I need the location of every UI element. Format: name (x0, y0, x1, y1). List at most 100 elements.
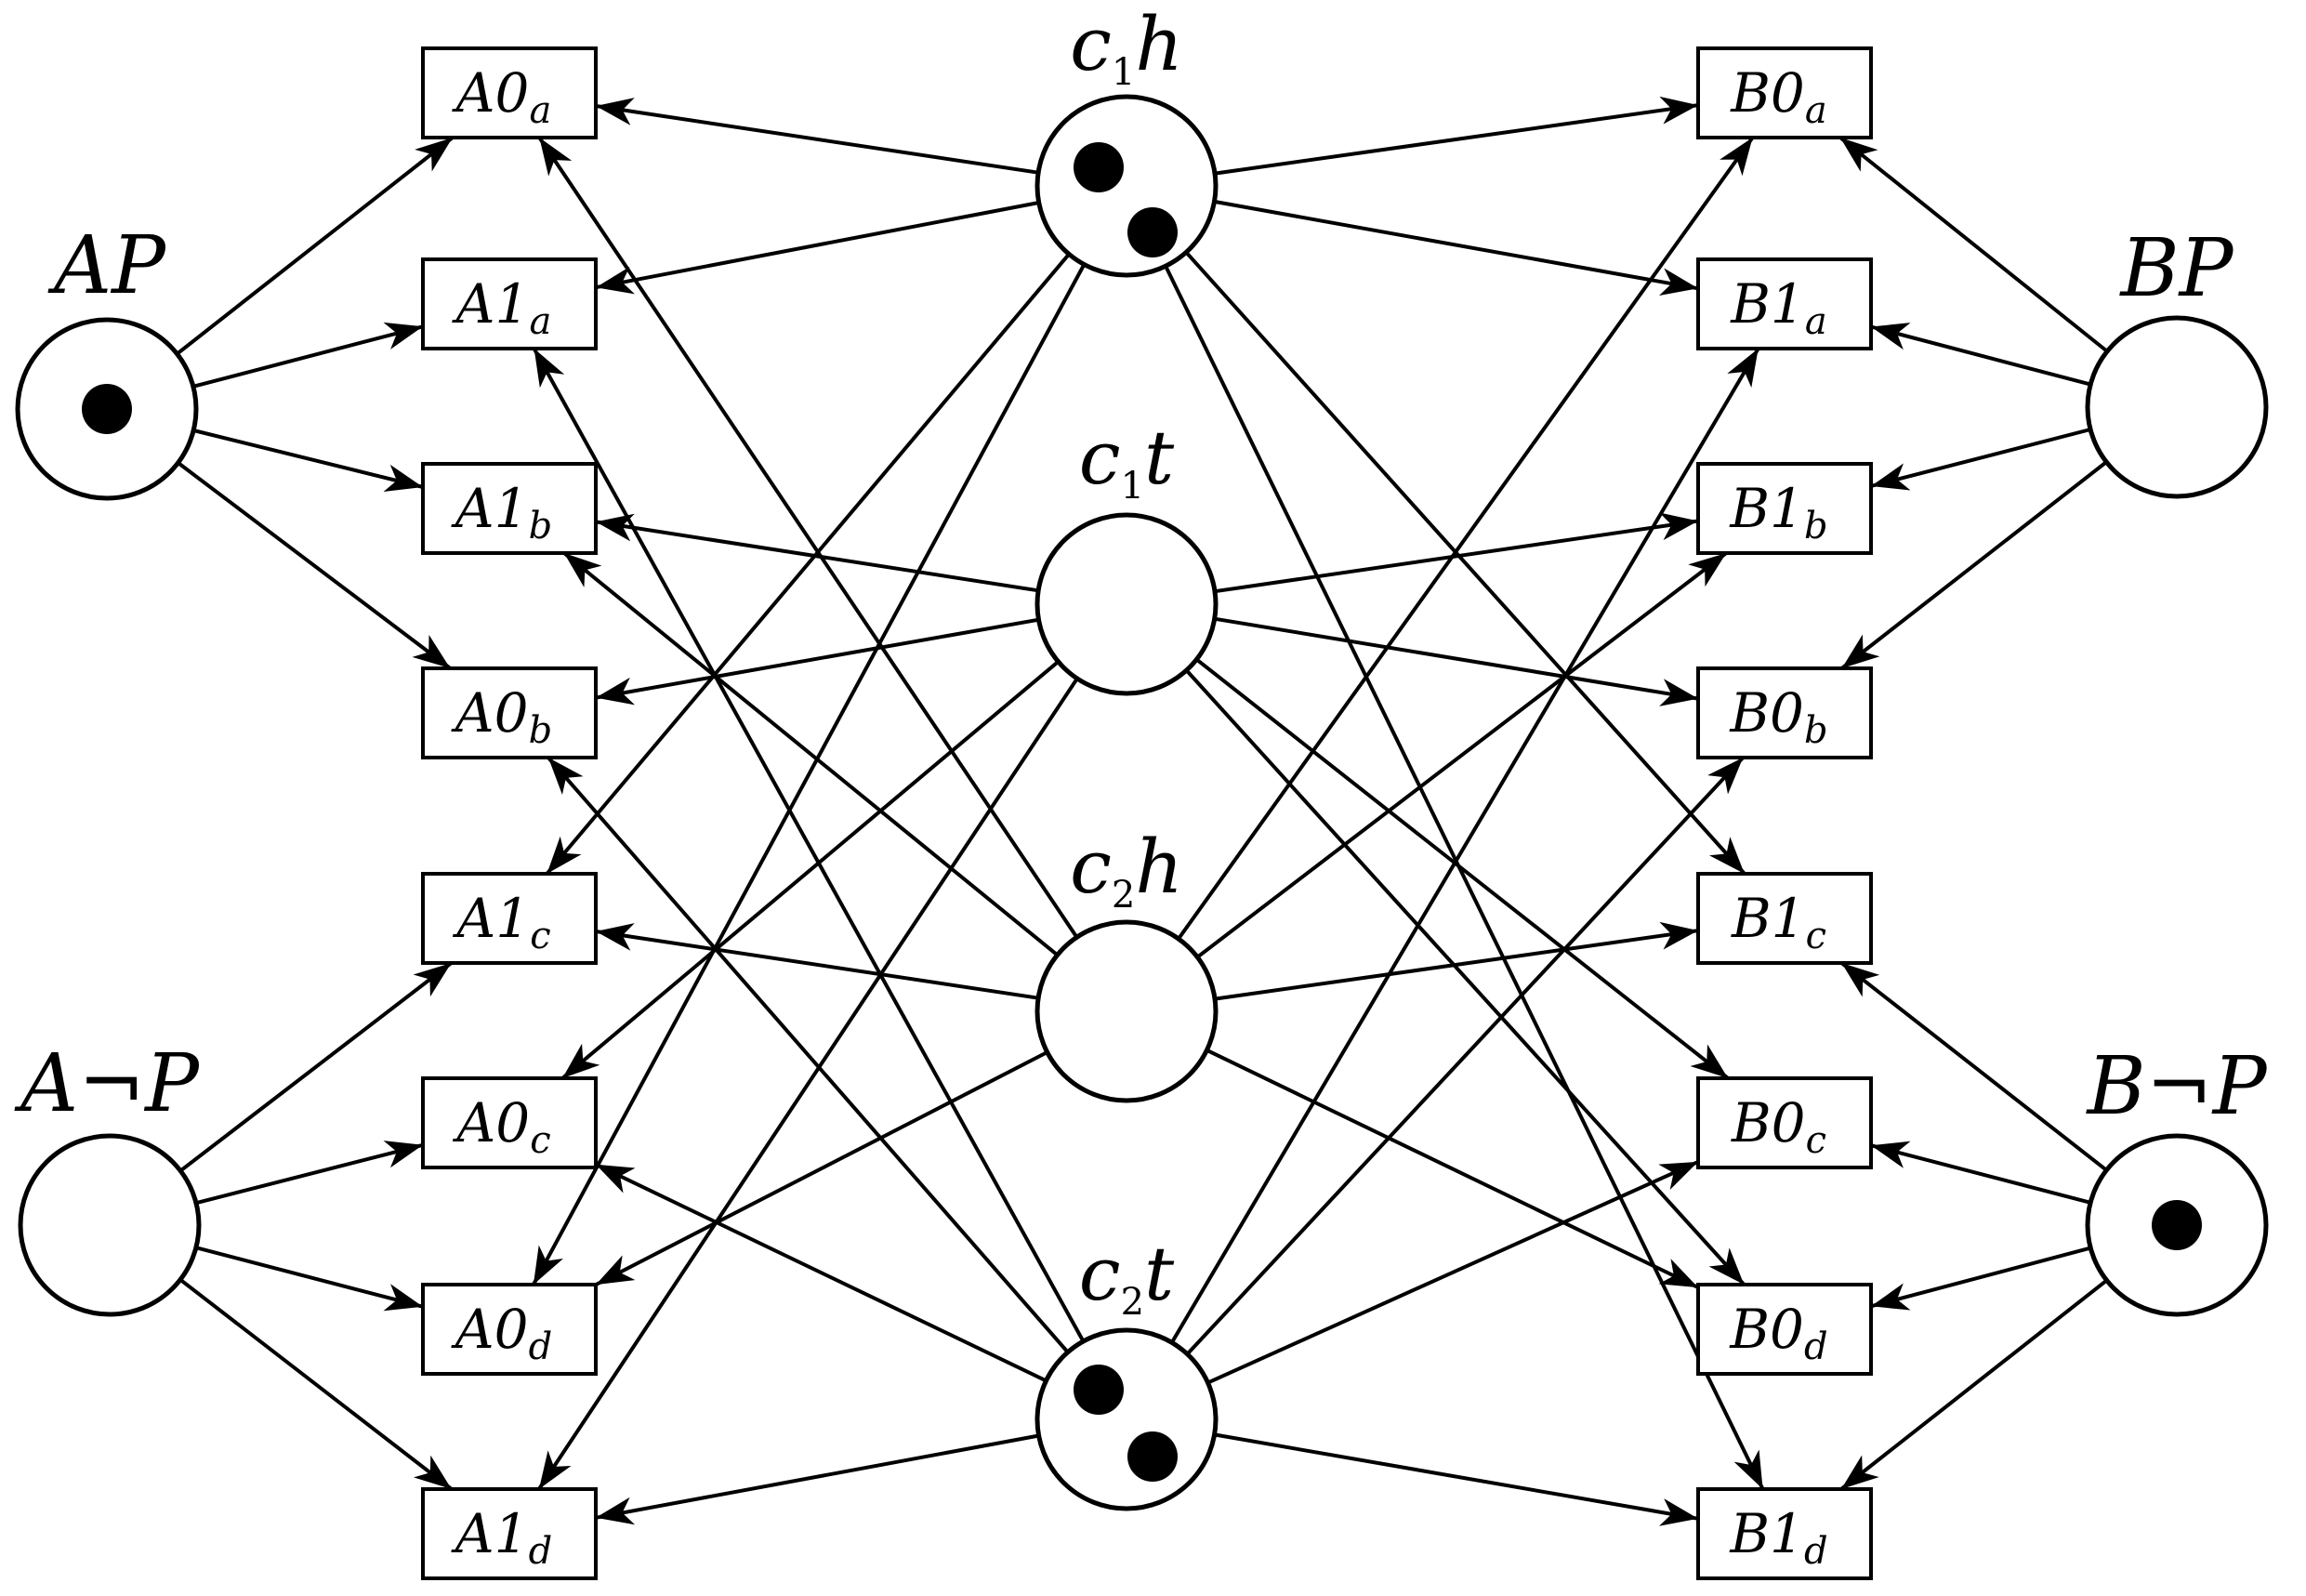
place-label-c2h: c2h (1070, 824, 1183, 917)
transition-label-B0c: B0c (1731, 1091, 1826, 1162)
place-label-main: c (1070, 824, 1112, 910)
place-label-main: c (1070, 1, 1112, 87)
transition-label-main: A0 (452, 61, 530, 125)
arc-c1h-to-A1a (595, 201, 1040, 295)
place-label-BNP: B¬P (2085, 1040, 2268, 1133)
transition-label-main: B0 (1731, 1091, 1806, 1154)
arc-layer (176, 96, 2109, 1526)
transition-label-A0b: A0b (451, 681, 552, 752)
place-ANP (18, 1133, 202, 1317)
arc-c2h-to-A1b (562, 551, 1059, 956)
place-label-c1h: c1h (1070, 1, 1183, 94)
arc-ANP-to-A0c (195, 1141, 424, 1206)
transition-B0b (1696, 666, 1873, 759)
transition-label-main: A1 (451, 1502, 529, 1565)
transition-label-A1c: A1c (452, 887, 550, 957)
transition-label-main: B1 (1730, 272, 1805, 336)
transition-label-main: A0 (452, 1091, 530, 1154)
place-c1h (1034, 94, 1219, 278)
arc-c1h-to-B1c (1184, 251, 1746, 876)
transition-label-sub: d (1804, 1326, 1828, 1368)
arc-c1t-to-A0c (560, 660, 1060, 1080)
transition-label-main: A1 (451, 477, 529, 540)
transition-label-A1d: A1d (451, 1502, 552, 1573)
place-label-sub: 1 (1121, 465, 1144, 508)
transition-label-main: B1 (1729, 477, 1804, 540)
arc-AP-to-A0b (177, 461, 452, 670)
arc-BNP-to-B0c (1870, 1141, 2091, 1205)
transition-label-sub: c (530, 915, 550, 957)
arc-BP-to-B1b (1870, 428, 2091, 491)
place-label-AP: AP (47, 219, 167, 312)
transition-B1d (1696, 1487, 1873, 1580)
arc-c1t-to-B1b (1214, 512, 1699, 594)
transition-A1d (421, 1487, 598, 1580)
arc-c1t-to-A1d (537, 677, 1079, 1491)
arc-c2t-to-A1d (595, 1433, 1039, 1525)
place-label-tail: h (1135, 1, 1183, 87)
place-label-sub: 2 (1121, 1281, 1144, 1324)
arc-c2h-to-A0d (595, 1050, 1048, 1286)
token-c1h-1 (1074, 142, 1124, 192)
arc-c2h-to-A1c (595, 923, 1039, 1000)
transition-label-A1b: A1b (451, 477, 552, 547)
token-c1h-2 (1127, 207, 1178, 257)
transition-label-B1a: B1a (1730, 272, 1826, 343)
transition-B0a (1696, 46, 1873, 139)
transition-label-main: A0 (451, 1298, 529, 1361)
token-c2t-2 (1127, 1431, 1178, 1482)
transition-A0b (421, 666, 598, 759)
place-label-c1t: c1t (1079, 415, 1175, 508)
arc-c1t-to-A1b (595, 513, 1039, 593)
arc-BNP-to-B1c (1840, 961, 2108, 1172)
transition-label-main: A1 (452, 272, 530, 336)
transition-label-sub: c (530, 1119, 550, 1162)
transition-label-A0a: A0a (452, 61, 552, 132)
transition-A0a (421, 46, 598, 139)
transition-label-sub: c (1806, 1119, 1826, 1162)
transition-label-main: B1 (1729, 1502, 1804, 1565)
arc-c1t-to-A0b (595, 617, 1039, 706)
arc-AP-to-A0a (176, 136, 455, 356)
transition-layer: A0aA1aA1bA0bA1cA0cA0dA1dB0aB1aB1bB0bB1cB… (421, 46, 1873, 1580)
arc-BP-to-B0a (1838, 136, 2109, 353)
arc-c2h-to-B0d (1206, 1048, 1699, 1289)
transition-B1c (1696, 872, 1873, 965)
arc-c2h-to-B1c (1214, 921, 1699, 1001)
place-c2t (1034, 1327, 1219, 1511)
transition-label-B1b: B1b (1729, 477, 1827, 547)
transition-label-sub: d (529, 1530, 553, 1573)
transition-label-A0d: A0d (451, 1298, 552, 1368)
transition-A0c (421, 1076, 598, 1169)
transition-label-sub: b (529, 505, 553, 547)
token-c2t-1 (1074, 1365, 1124, 1415)
place-label-main: c (1079, 415, 1121, 501)
transition-label-sub: a (1805, 89, 1827, 132)
transition-label-sub: b (529, 709, 553, 752)
transition-B1b (1696, 462, 1873, 555)
transition-A1a (421, 257, 598, 350)
place-label-tail: h (1135, 824, 1183, 910)
transition-label-sub: d (1804, 1530, 1828, 1573)
transition-label-sub: a (529, 300, 551, 343)
arc-c2t-to-A0c (595, 1162, 1048, 1383)
arc-c2t-to-B0b (1185, 756, 1745, 1356)
arc-c2t-to-A1a (532, 348, 1086, 1342)
place-label-ANP: A¬P (14, 1037, 201, 1130)
arc-AP-to-A1a (192, 322, 424, 389)
place-BP (2085, 315, 2269, 499)
place-label-text: BP (2118, 222, 2234, 315)
transition-A1b (421, 462, 598, 555)
arc-c2h-to-B1b (1196, 551, 1728, 959)
transition-A0d (421, 1283, 598, 1376)
arc-c2h-to-B0a (1177, 136, 1755, 941)
arc-ANP-to-A1d (178, 1278, 454, 1491)
transition-B1a (1696, 257, 1873, 350)
place-label-main: c (1079, 1231, 1121, 1317)
transition-label-main: B0 (1729, 1298, 1804, 1361)
transition-label-B0b: B0b (1729, 681, 1827, 752)
transition-label-B0d: B0d (1729, 1298, 1827, 1368)
arc-BNP-to-B1d (1839, 1278, 2108, 1491)
